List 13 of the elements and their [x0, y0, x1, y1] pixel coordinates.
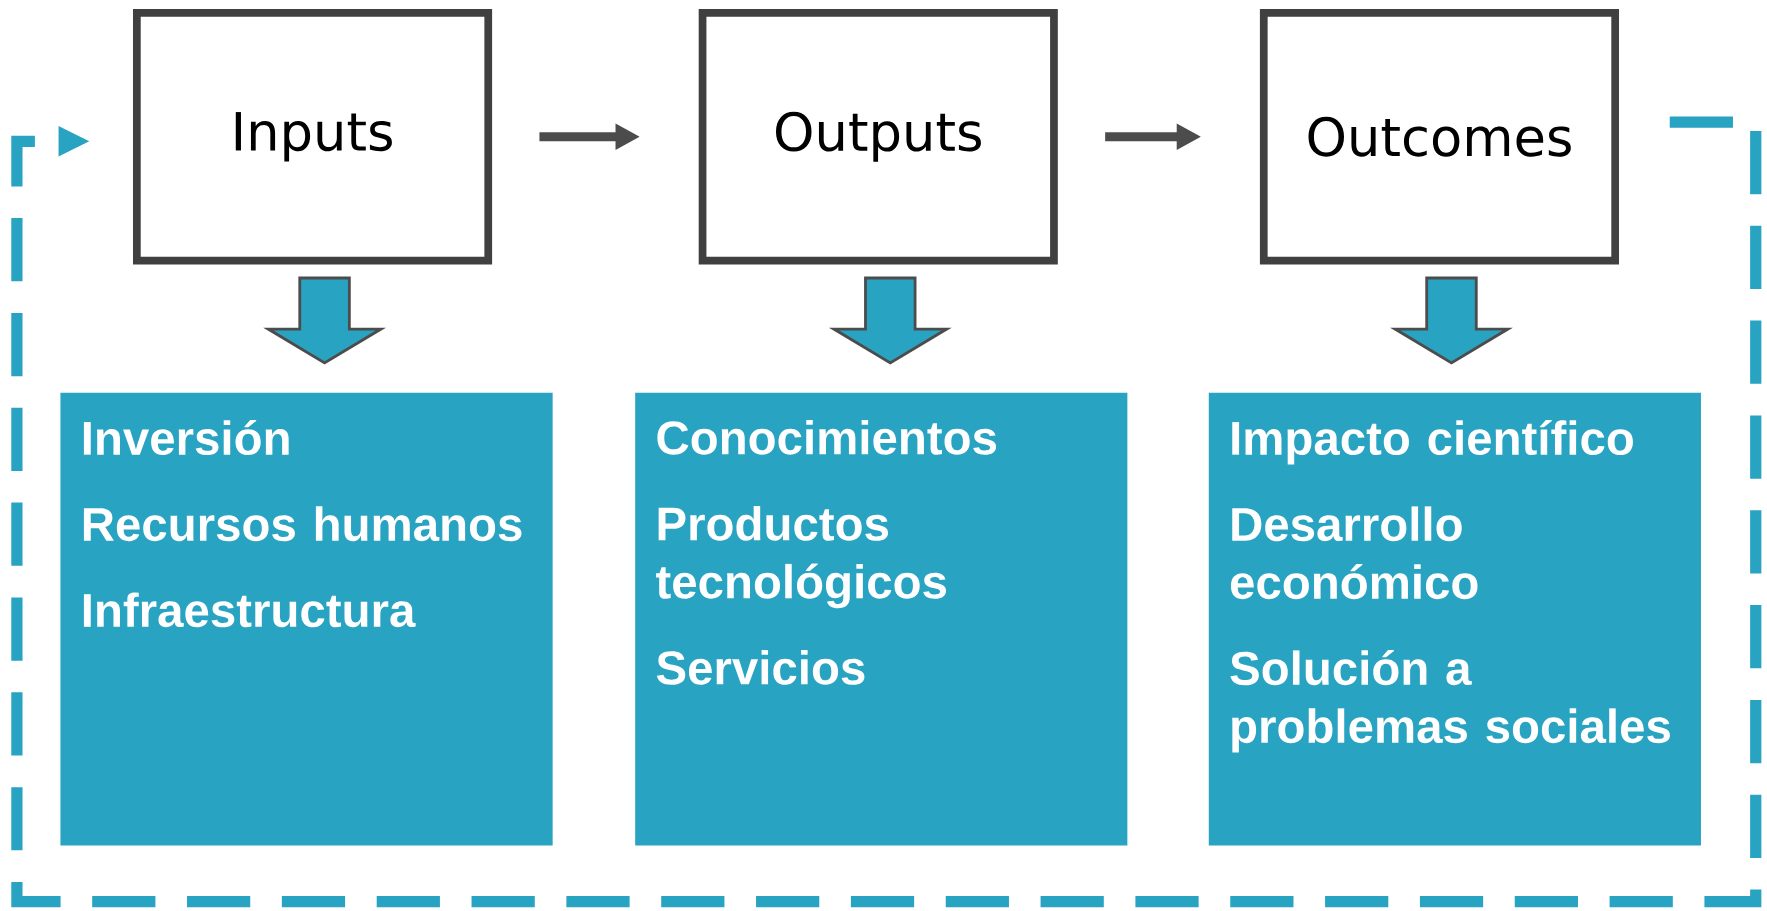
stage-box: Outcomes [1259, 9, 1620, 265]
block-arrow [828, 276, 952, 365]
block-arrow [1390, 276, 1513, 365]
feedback-arrow [11, 116, 1762, 908]
stage-box: Outputs [698, 9, 1058, 265]
stage-box: Inputs [133, 9, 493, 265]
item-list: Inversión Recursos humanos Infraestructura [83, 420, 522, 628]
info-panel [1208, 393, 1701, 846]
info-panel [635, 393, 1128, 846]
info-panel [60, 393, 553, 846]
block-arrow [263, 276, 386, 365]
item-list: Conocimientos Productos tecnológicos Servicios [656, 420, 997, 685]
item-list: Impacto científico Desarrollo económico Solución a problemas sociales [1230, 420, 1670, 753]
